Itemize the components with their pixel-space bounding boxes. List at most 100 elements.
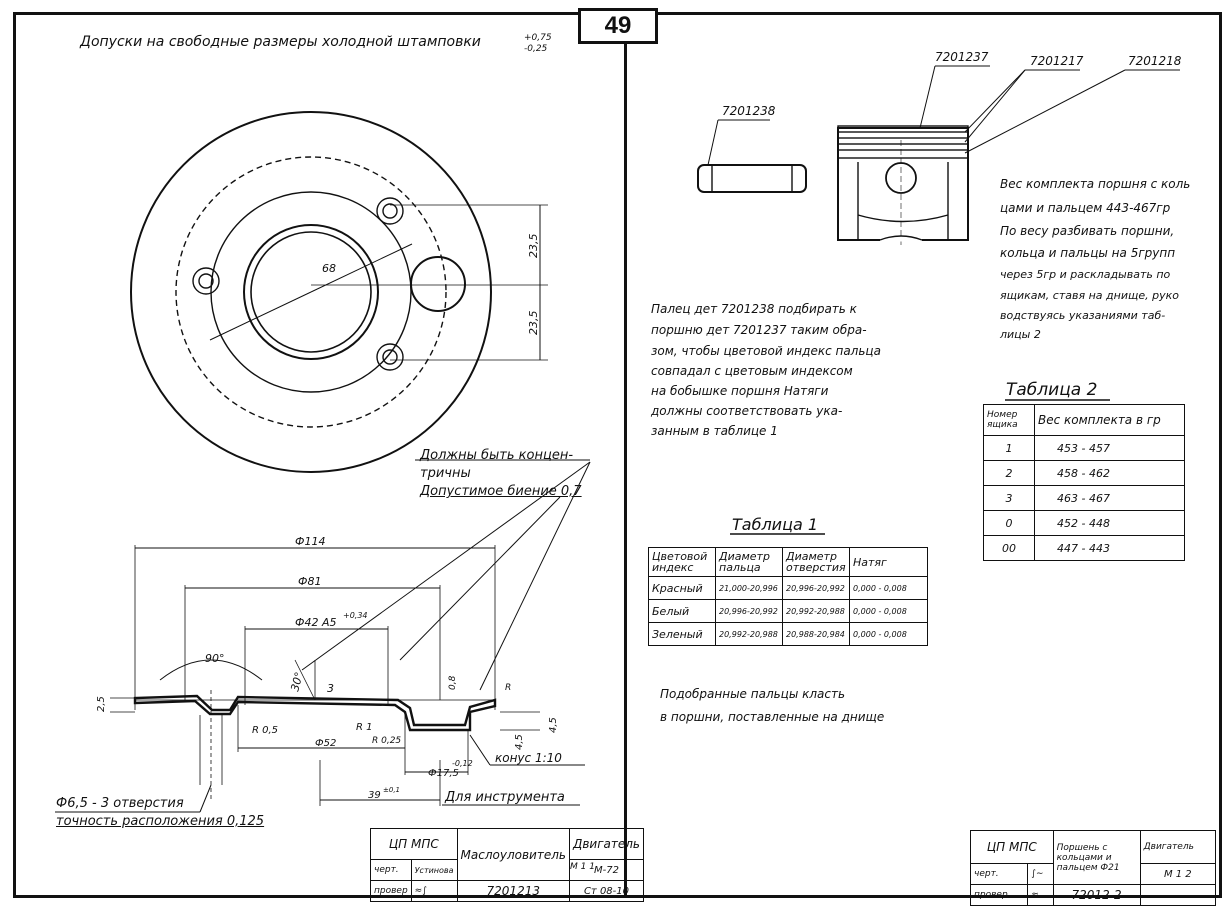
- part-label-7201218: 7201218: [1128, 54, 1182, 68]
- stamp-maker: Маслоуловитель: [456, 828, 570, 881]
- part-label-7201217: 7201217: [1030, 54, 1084, 68]
- pin-note-3: зом, чтобы цветовой индекс пальца: [651, 344, 881, 358]
- table1-color: Зеленый: [648, 622, 716, 646]
- table1-hole: 20,988-20,984: [782, 622, 850, 646]
- table1-fit: 0,000 - 0,008: [849, 622, 928, 646]
- title-block-left: ЦП МПС Маслоуловитель Двигатель черт. Ус…: [370, 828, 645, 902]
- table-1: Цветовой индекс Диаметр пальца Диаметр о…: [648, 547, 928, 646]
- dim-2-5: 2,5: [96, 696, 107, 712]
- side-port-circle: [410, 256, 466, 312]
- stamp-part-no-left: 7201213: [456, 880, 570, 902]
- stamp-drawn-name: Устинова: [410, 859, 458, 881]
- concentric-note-2: тричны: [420, 466, 471, 481]
- table2-weight: 453 - 457: [1034, 435, 1185, 461]
- table1-pin: 20,996-20,992: [715, 599, 783, 623]
- sheet-frame-right: [624, 12, 1222, 898]
- pin-note-2: поршню дет 7201237 таким обра-: [651, 323, 867, 337]
- stamp-engine-label-left: Двигатель: [568, 828, 645, 860]
- dim-r0-25: R 0,25: [372, 736, 401, 746]
- dim-39: 39: [368, 790, 381, 801]
- dim-3: 3: [327, 682, 334, 695]
- cone-note: конус 1:10: [495, 751, 562, 765]
- table1-fit: 0,000 - 0,008: [849, 576, 928, 600]
- table2-box: 0: [983, 510, 1035, 536]
- dim-d42: Ф42 А5: [295, 616, 337, 629]
- pin-note-5: на бобышке поршня Натяги: [651, 384, 829, 398]
- dim-d52: Ф52: [315, 738, 336, 749]
- weight-note-5: через 5гр и раскладывать по: [1000, 268, 1171, 281]
- flange-inner-ring: [210, 191, 412, 393]
- table1-header-pin: Диаметр пальца: [715, 547, 783, 577]
- table2-box: 1: [983, 435, 1035, 461]
- table1-header-fit: Натяг: [849, 547, 928, 577]
- stamp-signature-right-2: ≈: [1027, 884, 1054, 906]
- dim-r0-5: R 0,5: [252, 725, 278, 736]
- dim-23-5-top: 23,5: [527, 234, 540, 259]
- fit-note-2: в поршни, поставленные на днище: [660, 710, 885, 724]
- fit-note-1: Подобранные пальцы класть: [660, 687, 846, 701]
- pin-note-1: Палец дет 7201238 подбирать к: [651, 302, 857, 316]
- weight-note-8: лицы 2: [1000, 328, 1041, 341]
- table1-color: Белый: [648, 599, 716, 623]
- bolt-hole-left: [192, 267, 220, 295]
- table1-header-index: Цветовой индекс: [648, 547, 716, 577]
- table1-pin: 20,992-20,988: [715, 622, 783, 646]
- part-label-7201238: 7201238: [722, 104, 776, 118]
- section-profile: [133, 694, 497, 732]
- flange-outer-circle: [130, 111, 492, 473]
- table2-weight: 447 - 443: [1034, 535, 1185, 561]
- table2-header-weight: Вес комплекта в гр: [1034, 404, 1185, 436]
- tolerance-note: Допуски на свободные размеры холодной шт…: [80, 34, 481, 50]
- dim-4-5-a: 4,5: [514, 734, 525, 750]
- table1-color: Красный: [648, 576, 716, 600]
- dim-4-5-b: 4,5: [548, 717, 559, 733]
- table2-box: 3: [983, 485, 1035, 511]
- dim-d114: Ф114: [295, 535, 325, 548]
- position-note: точность расположения 0,125: [56, 814, 265, 829]
- concentric-note-1: Должны быть концен-: [420, 448, 574, 463]
- table2-weight: 463 - 467: [1034, 485, 1185, 511]
- stamp-cell1-right: М 1 2: [1139, 863, 1217, 885]
- stamp-engine-label-right: Двигатель: [1139, 830, 1217, 864]
- table1-pin: 21,000-20,996: [715, 576, 783, 600]
- table2-box: 2: [983, 460, 1035, 486]
- weight-note-2: цами и пальцем 443-467гр: [1000, 201, 1171, 215]
- stamp-drawn-left: черт.: [370, 859, 412, 881]
- stamp-cell1-left: М 1 1: [570, 862, 595, 872]
- stamp-drawn-right: черт.: [969, 863, 1029, 885]
- stamp-checked-right: провер.: [969, 884, 1029, 906]
- dim-d81: Ф81: [298, 575, 321, 588]
- stamp-signature-left: ≈∫: [410, 880, 458, 902]
- dim-39-tol: ±0,1: [383, 786, 400, 794]
- dim-angle-90: 90°: [205, 652, 225, 665]
- table1-hole: 20,996-20,992: [782, 576, 850, 600]
- piston-pin-drawing: [697, 164, 807, 193]
- tool-note: Для инструмента: [445, 790, 565, 805]
- table1-fit: 0,000 - 0,008: [849, 599, 928, 623]
- stamp-empty-right: [1139, 884, 1217, 906]
- stamp-org-left: ЦП МПС: [370, 828, 458, 860]
- table2-title: Таблица 2: [1006, 380, 1098, 400]
- flange-bore-inner: [250, 231, 372, 353]
- stamp-org-right: ЦП МПС: [970, 830, 1054, 864]
- dim-angle-30: 30°: [288, 671, 306, 693]
- pin-note-7: занным в таблице 1: [651, 424, 778, 438]
- flange-bolt-circle: [175, 156, 447, 428]
- dim-d17-5-tol: -0,12: [452, 759, 473, 768]
- stamp-title-right: Поршень с кольцами и пальцем Ф21: [1052, 830, 1141, 885]
- dim-r-mark: R: [505, 683, 511, 693]
- tolerance-minus: -0,25: [524, 44, 548, 54]
- weight-note-6: ящикам, ставя на днище, руко: [1000, 289, 1179, 302]
- table1-header-hole: Диаметр отверстия: [782, 547, 850, 577]
- weight-note-4: кольца и пальцы на 5групп: [1000, 246, 1176, 260]
- page-number: 49: [578, 8, 658, 44]
- title-block-right: ЦП МПС Поршень с кольцами и пальцем Ф21 …: [969, 830, 1217, 906]
- stamp-steel: Ст 08-10: [568, 880, 645, 902]
- dim-d17-5: Ф17,5: [428, 768, 459, 779]
- weight-note-7: водствуясь указаниями таб-: [1000, 309, 1166, 322]
- dim-68: 68: [322, 262, 336, 275]
- dim-d42-tol: +0,34: [343, 611, 368, 620]
